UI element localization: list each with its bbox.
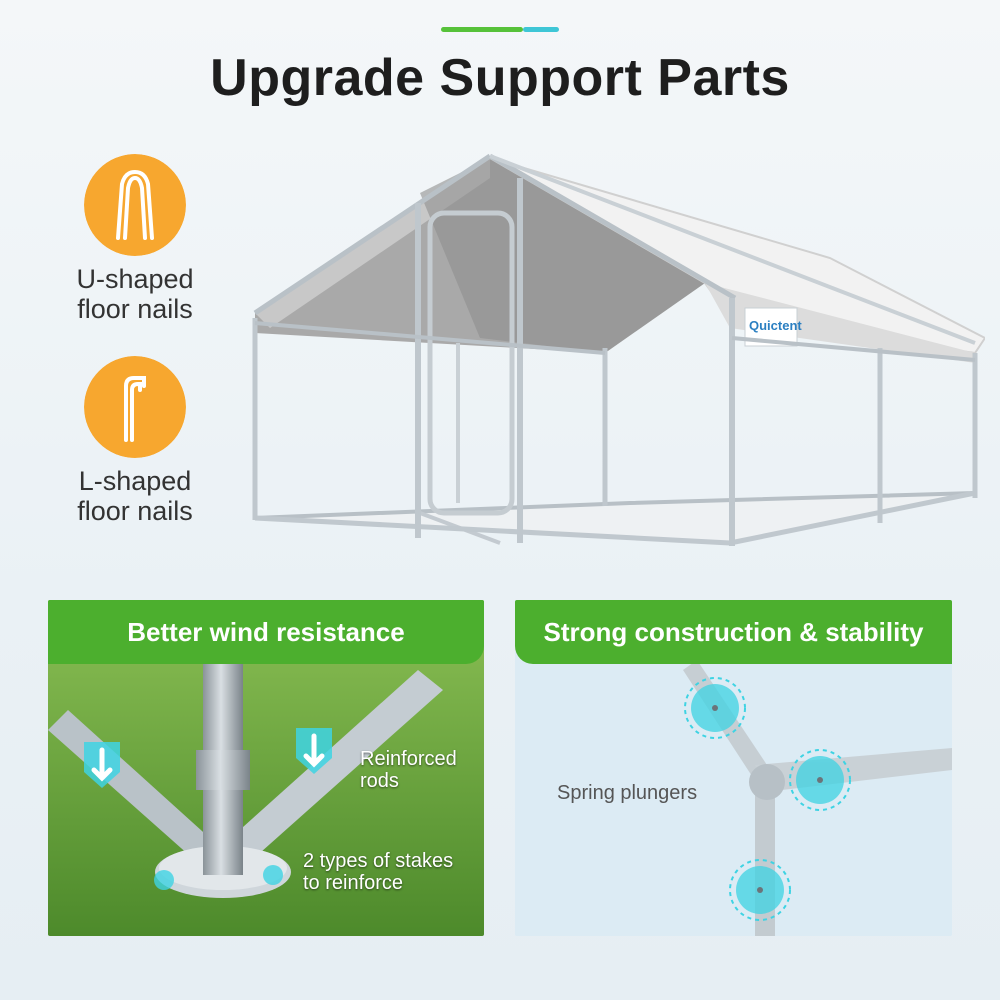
wind-resistance-panel: Better wind resistance Reinforced rods 2…	[48, 600, 484, 936]
title-accent-blue	[523, 27, 559, 32]
feature-u-nails-label: U-shaped floor nails	[76, 264, 194, 324]
l-shaped-nail-icon	[84, 356, 186, 458]
construction-panel: Strong construction & stability Spring p…	[515, 600, 952, 936]
u-shaped-nail-icon	[84, 154, 186, 256]
title-accent-green	[441, 27, 523, 32]
chicken-coop-image	[252, 153, 985, 546]
feature-u-nails: U-shaped floor nails	[60, 154, 210, 324]
reinforced-rods-label: Reinforced rods	[360, 748, 457, 792]
stakes-label: 2 types of stakes to reinforce	[303, 850, 454, 894]
page-title: Upgrade Support Parts	[210, 49, 790, 107]
brand-label: Quictent	[749, 318, 802, 333]
construction-panel-title: Strong construction & stability	[515, 600, 952, 664]
feature-l-nails: L-shaped floor nails	[60, 356, 210, 526]
wind-panel-title: Better wind resistance	[48, 600, 484, 664]
feature-l-nails-label: L-shaped floor nails	[77, 466, 193, 526]
spring-plungers-label: Spring plungers	[557, 782, 698, 804]
